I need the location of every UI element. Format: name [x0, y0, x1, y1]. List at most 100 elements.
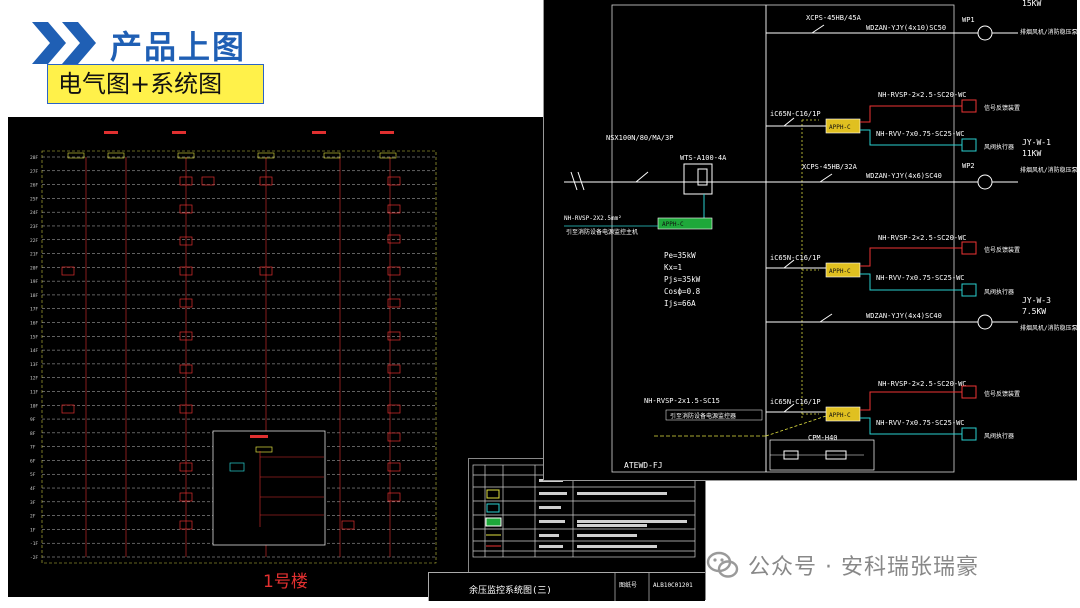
module-label-2: APPH-C: [829, 124, 851, 131]
floor-row-label: 19F: [30, 279, 38, 285]
circuit-3-id: WP2: [962, 162, 975, 170]
inset-device: [229, 462, 245, 472]
floor-row-label: 3F: [30, 500, 36, 506]
device-box: [61, 266, 75, 276]
floor-row-label: 9F: [30, 417, 36, 423]
floor-row-label: -1F: [30, 541, 38, 547]
page-title: 产品上图: [110, 28, 247, 66]
device-box: [387, 432, 401, 442]
title-block-code: ALB10C01201: [653, 582, 693, 589]
device-box: [259, 176, 273, 186]
note-3: 排烟风机/消防稳压泵: [1020, 166, 1077, 174]
floor-row-label: 13F: [30, 362, 38, 368]
floor-row-label: 11F: [30, 389, 38, 395]
floor-row-label: 17F: [30, 307, 38, 313]
floor-row-label: 26F: [30, 183, 38, 189]
load-1: 15KW: [1022, 0, 1041, 8]
floor-row-label: 21F: [30, 252, 38, 258]
title-block: 余压监控系统图(三) 图纸号 ALB10C01201: [428, 572, 705, 601]
breaker-6: iC65N-C16/1P: [770, 398, 821, 406]
zone-tag: [380, 131, 394, 134]
floor-row-label: 12F: [30, 376, 38, 382]
cable-5: WDZAN-YJY(4x4)SC40: [866, 312, 942, 320]
floor-row-label: 8F: [30, 431, 36, 437]
device-box: [387, 204, 401, 214]
floor-row-label: 18F: [30, 293, 38, 299]
param-pjs: Pjs=35kW: [664, 275, 701, 284]
floor-row-label: 6F: [30, 458, 36, 464]
note-5: 排烟风机/消防稳压泵: [1020, 324, 1077, 332]
device-box: [179, 364, 193, 374]
cpm-label: CPM-H40: [808, 434, 838, 442]
floor-label: 1号楼: [263, 572, 308, 592]
sx-4: 风阀执行器: [984, 288, 1014, 296]
floor-row-label: 1F: [30, 527, 36, 533]
inset-tag: [250, 435, 268, 438]
inset-panel: [212, 430, 326, 546]
floor-row-label: 2F: [30, 514, 36, 520]
title-block-label: 图纸号: [619, 581, 637, 589]
param-cos: Cosф=0.8: [664, 287, 701, 296]
breaker-2: iC65N-C16/1P: [770, 110, 821, 118]
device-box: [179, 492, 193, 502]
system-diagram: NSX100N/80/MA/3P WTS-A100-4A APPH-C NH-R…: [543, 0, 1078, 481]
device-box: [387, 266, 401, 276]
control-box-label: ATEWD-FJ: [624, 461, 663, 470]
floor-row-label: 5F: [30, 472, 36, 478]
device-box: [61, 404, 75, 414]
bottom-cable: NH-RVSP-2x1.5-SC15: [644, 397, 720, 405]
circuit-1-id: WP1: [962, 16, 975, 24]
module-label-4: APPH-C: [829, 268, 851, 275]
top-device: [257, 152, 275, 159]
floor-row-label: 24F: [30, 210, 38, 216]
device-box: [387, 404, 401, 414]
sf-4: 信号反馈装置: [984, 246, 1020, 254]
floor-row-label: 4F: [30, 486, 36, 492]
zone-tag: [312, 131, 326, 134]
device-box: [179, 331, 193, 341]
cable-3: WDZAN-YJY(4x6)SC40: [866, 172, 942, 180]
ctrl-cable-6: NH-RVV-7x0.75-SC25-WC: [876, 419, 965, 427]
device-box: [179, 520, 193, 530]
sx-6: 风阀执行器: [984, 432, 1014, 440]
floor-row-label: 22F: [30, 238, 38, 244]
ctrl-cable-4: NH-RVV-7x0.75-SC25-WC: [876, 274, 965, 282]
floor-row-label: 14F: [30, 348, 38, 354]
bottom-note: 引至消防设备电源监控器: [670, 412, 736, 420]
cable-1: WDZAN-YJY(4x10)SC50: [866, 24, 946, 32]
top-device: [177, 152, 195, 159]
load-3: 11KW: [1022, 149, 1041, 158]
device-box: [387, 462, 401, 472]
watermark-text: 公众号 · 安科瑞张瑞豪: [748, 555, 979, 580]
signal-cable-6: NH-RVSP-2×2.5-SC20-WC: [878, 380, 967, 388]
double-chevron-icon: [32, 22, 96, 64]
page-subtitle: 电气图+系统图: [47, 64, 264, 104]
wechat-icon: [706, 551, 739, 578]
floor-row-label: -2F: [30, 555, 38, 561]
ctrl-cable-2: NH-RVV-7x0.75-SC25-WC: [876, 130, 965, 138]
floor-row-label: 28F: [30, 155, 38, 161]
load-5: 7.5KW: [1022, 307, 1046, 316]
riser-frame: [41, 150, 437, 564]
floor-row-label: 25F: [30, 196, 38, 202]
device-box: [341, 520, 355, 530]
floor-row-label: 10F: [30, 403, 38, 409]
top-device: [379, 152, 397, 159]
switch-label: WTS-A100-4A: [680, 154, 727, 162]
floor-row-label: 7F: [30, 445, 36, 451]
watermark: 公众号 · 安科瑞张瑞豪: [706, 548, 979, 582]
device-box: [387, 492, 401, 502]
device-box: [259, 266, 273, 276]
device-box: [179, 462, 193, 472]
breaker-4: iC65N-C16/1P: [770, 254, 821, 262]
sf-2: 信号反馈装置: [984, 104, 1020, 112]
module-label-6: APPH-C: [829, 412, 851, 419]
top-device: [323, 152, 341, 159]
fire-link-cable: NH-RVSP-2X2.5mm²: [564, 215, 622, 222]
floor-row-label: 15F: [30, 334, 38, 340]
floor-row-label: 16F: [30, 321, 38, 327]
device-box: [387, 331, 401, 341]
floor-row-label: 20F: [30, 265, 38, 271]
zone-tag: [104, 131, 118, 134]
